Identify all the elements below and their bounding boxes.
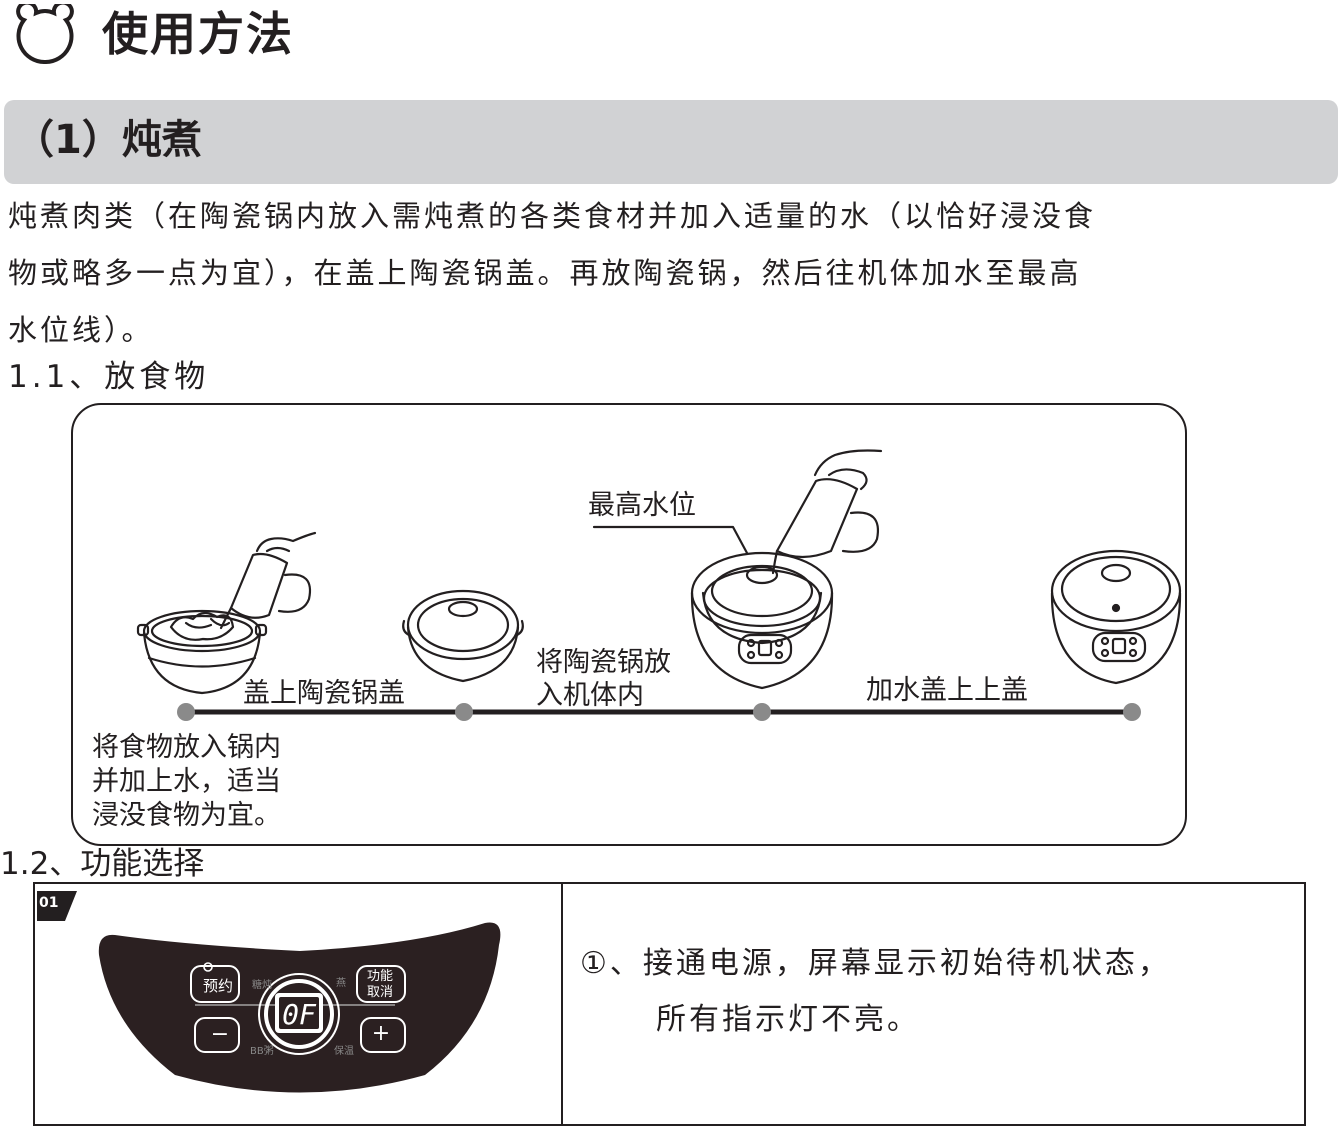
table-divider [561, 882, 563, 1126]
section-title: （1）炖煮 [14, 117, 202, 163]
label-place-pot-line-2: 入机体内 [536, 680, 644, 711]
function-button-line-1: 功能 [366, 969, 393, 984]
timeline-nodes [177, 703, 1141, 721]
bear-head-icon [16, 4, 74, 64]
covered-ceramic-pot-illustration [402, 589, 524, 683]
procedure-figure-frame [71, 403, 1187, 846]
page-title: 使用方法 [102, 7, 294, 61]
pot-with-food-illustration [136, 531, 317, 695]
label-max-water-level: 最高水位 [588, 490, 696, 521]
step-1-2-heading: 1.2、功能选择 [0, 846, 205, 882]
cooker-body-with-water-illustration [592, 449, 883, 690]
step-1-1-heading: 1.1、放食物 [8, 359, 210, 395]
control-panel-illustration [98, 922, 501, 1093]
reserve-button: 预约 [202, 977, 233, 995]
step-badge-number: 01 [39, 895, 59, 911]
label-food-line-1: 将食物放入锅内 [92, 732, 281, 763]
panel-display-readout: 0F [282, 998, 316, 1031]
label-cover-pot: 盖上陶瓷锅盖 [243, 678, 405, 709]
label-add-water-cover: 加水盖上上盖 [866, 675, 1028, 706]
step-description-line-1: ①、接通电源，屏幕显示初始待机状态， [580, 946, 1171, 981]
mode-label-tr: 燕 [336, 978, 346, 989]
closed-cooker-illustration [1050, 549, 1182, 685]
mode-label-bl: BB粥 [250, 1046, 274, 1057]
procedure-diagram [136, 449, 1182, 721]
intro-line-2: 物或略多一点为宜），在盖上陶瓷锅盖。再放陶瓷锅，然后往机体加水至最高 [8, 256, 1082, 290]
intro-paragraph: 炖煮肉类（在陶瓷锅内放入需炖煮的各类食材并加入适量的水（以恰好浸没食 物或略多一… [8, 188, 1308, 359]
mode-label-tl: 糖炖 [252, 980, 272, 991]
function-table [33, 882, 1306, 1126]
mode-label-br: 保温 [334, 1046, 354, 1057]
function-button-line-2: 取消 [366, 985, 393, 1000]
intro-line-3: 水位线）。 [8, 313, 154, 347]
label-food-line-3: 浸没食物为宜。 [92, 800, 281, 831]
label-food-line-2: 并加上水，适当 [92, 766, 281, 797]
section-header-bar [4, 100, 1338, 184]
label-place-pot-line-1: 将陶瓷锅放 [536, 647, 671, 678]
plus-button: + [371, 1021, 391, 1046]
step-description-line-2: 所有指示灯不亮。 [656, 1002, 920, 1037]
step-badge-shape [37, 891, 77, 921]
intro-line-1: 炖煮肉类（在陶瓷锅内放入需炖煮的各类食材并加入适量的水（以恰好浸没食 [8, 199, 1097, 233]
minus-button: − [210, 1022, 230, 1047]
